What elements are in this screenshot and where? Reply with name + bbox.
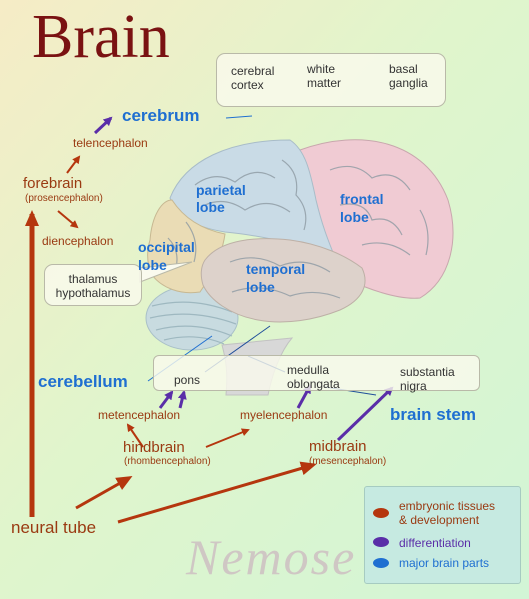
brain-stem-label: brain stem: [390, 405, 476, 424]
legend-differentiation-swatch: [373, 537, 389, 547]
cerebrum-parts-callout: cerebral cortex white matter basal gangl…: [216, 53, 446, 107]
occipital-lobe-label: occipital lobe: [138, 239, 195, 273]
arrow-neural-tube-to-midbrain: [117, 461, 317, 524]
hypothalamus-label: hypothalamus: [55, 286, 131, 300]
parietal-lobe-label: parietal lobe: [196, 182, 246, 215]
arrow-metencephalon-to-pons: [177, 390, 187, 409]
diencephalon-parts-list: thalamus hypothalamus: [45, 272, 141, 300]
cerebrum-to-cortex-line: [225, 115, 253, 119]
legend-major-parts-label: major brain parts: [399, 556, 490, 570]
basal-ganglia-label: basal ganglia: [389, 62, 428, 90]
metencephalon-label: metencephalon: [98, 408, 181, 422]
arrow-neural-tube-to-hindbrain: [75, 476, 133, 510]
frontal-lobe-label: frontal lobe: [340, 191, 384, 225]
watermark-signature: Nemose: [186, 529, 357, 585]
cerebral-cortex-label: cerebral cortex: [231, 64, 275, 92]
hindbrain-sublabel: (rhombencephalon): [124, 456, 211, 467]
substantia-nigra-label: substantia nigra: [400, 365, 455, 393]
medulla-oblongata-label: medulla oblongata: [287, 363, 340, 391]
diencephalon-parts-callout: thalamus hypothalamus: [44, 264, 142, 306]
cerebellum-label: cerebellum: [38, 372, 128, 391]
arrow-telencephalon-to-cerebrum: [93, 116, 113, 135]
arrow-metencephalon-to-cerebellum: [158, 390, 174, 409]
arrow-forebrain-to-diencephalon: [57, 210, 79, 229]
legend-differentiation-label: differentiation: [399, 536, 471, 550]
forebrain-label: forebrain: [23, 175, 83, 192]
diencephalon-label: diencephalon: [42, 234, 114, 248]
cerebrum-label: cerebrum: [122, 106, 200, 125]
forebrain-sublabel: (prosencephalon): [25, 193, 103, 204]
legend-embryonic-swatch: [373, 508, 389, 518]
arrow-midbrain-to-substantia-nigra: [336, 386, 394, 442]
neural-tube-label: neural tube: [11, 518, 97, 537]
brain-illustration: [145, 139, 454, 396]
myelencephalon-label: myelencephalon: [240, 408, 328, 422]
arrow-forebrain-to-telencephalon: [66, 155, 81, 174]
arrow-hindbrain-to-myelencephalon: [205, 428, 250, 448]
thalamus-label: thalamus: [68, 272, 118, 286]
hindbrain-label: hindbrain: [123, 439, 185, 456]
diagram-title: Brain: [32, 3, 170, 71]
arrow-hindbrain-to-metencephalon: [126, 423, 144, 448]
white-matter-label: white matter: [307, 62, 342, 90]
midbrain-label: midbrain: [309, 438, 367, 455]
brainstem-parts-callout: pons medulla oblongata substantia nigra: [153, 355, 480, 393]
temporal-lobe-label: temporal lobe: [246, 261, 306, 295]
legend-major-parts-swatch: [373, 558, 389, 568]
pons-label: pons: [174, 373, 201, 387]
legend-embryonic-label: embryonic tissues & development: [399, 499, 496, 527]
midbrain-sublabel: (mesencephalon): [309, 456, 387, 467]
telencephalon-label: telencephalon: [73, 136, 148, 150]
legend: embryonic tissues & development differen…: [364, 486, 521, 584]
